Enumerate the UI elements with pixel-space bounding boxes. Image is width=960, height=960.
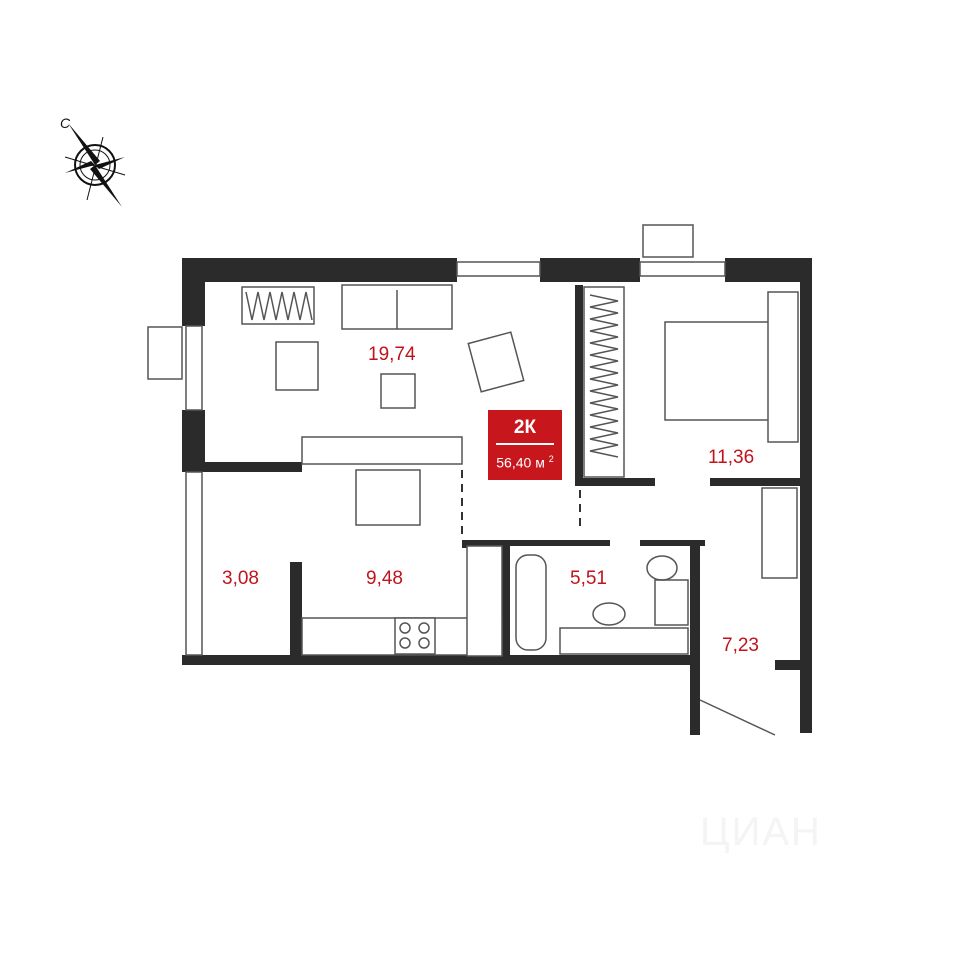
- room-area-bedroom: 11,36: [708, 447, 754, 468]
- furniture: [241, 284, 799, 736]
- room-area-living: 19,74: [368, 344, 416, 365]
- compass-icon: С: [60, 115, 126, 207]
- apartment-badge: 2К 56,40 м 2: [488, 410, 562, 480]
- apartment-type: 2К: [513, 417, 537, 438]
- total-area: 56,40 м: [496, 454, 545, 471]
- room-area-kitchen: 9,48: [366, 568, 403, 589]
- walls: [182, 258, 812, 735]
- windows: [147, 224, 726, 656]
- room-area-hallway: 7,23: [722, 635, 759, 656]
- room-area-balcony: 3,08: [222, 568, 259, 589]
- compass-north-label: С: [60, 115, 71, 131]
- room-area-bathroom: 5,51: [570, 568, 607, 589]
- area-unit-power: 2: [548, 454, 554, 464]
- badge-divider: [496, 443, 554, 445]
- watermark: ЦИАН: [700, 810, 822, 854]
